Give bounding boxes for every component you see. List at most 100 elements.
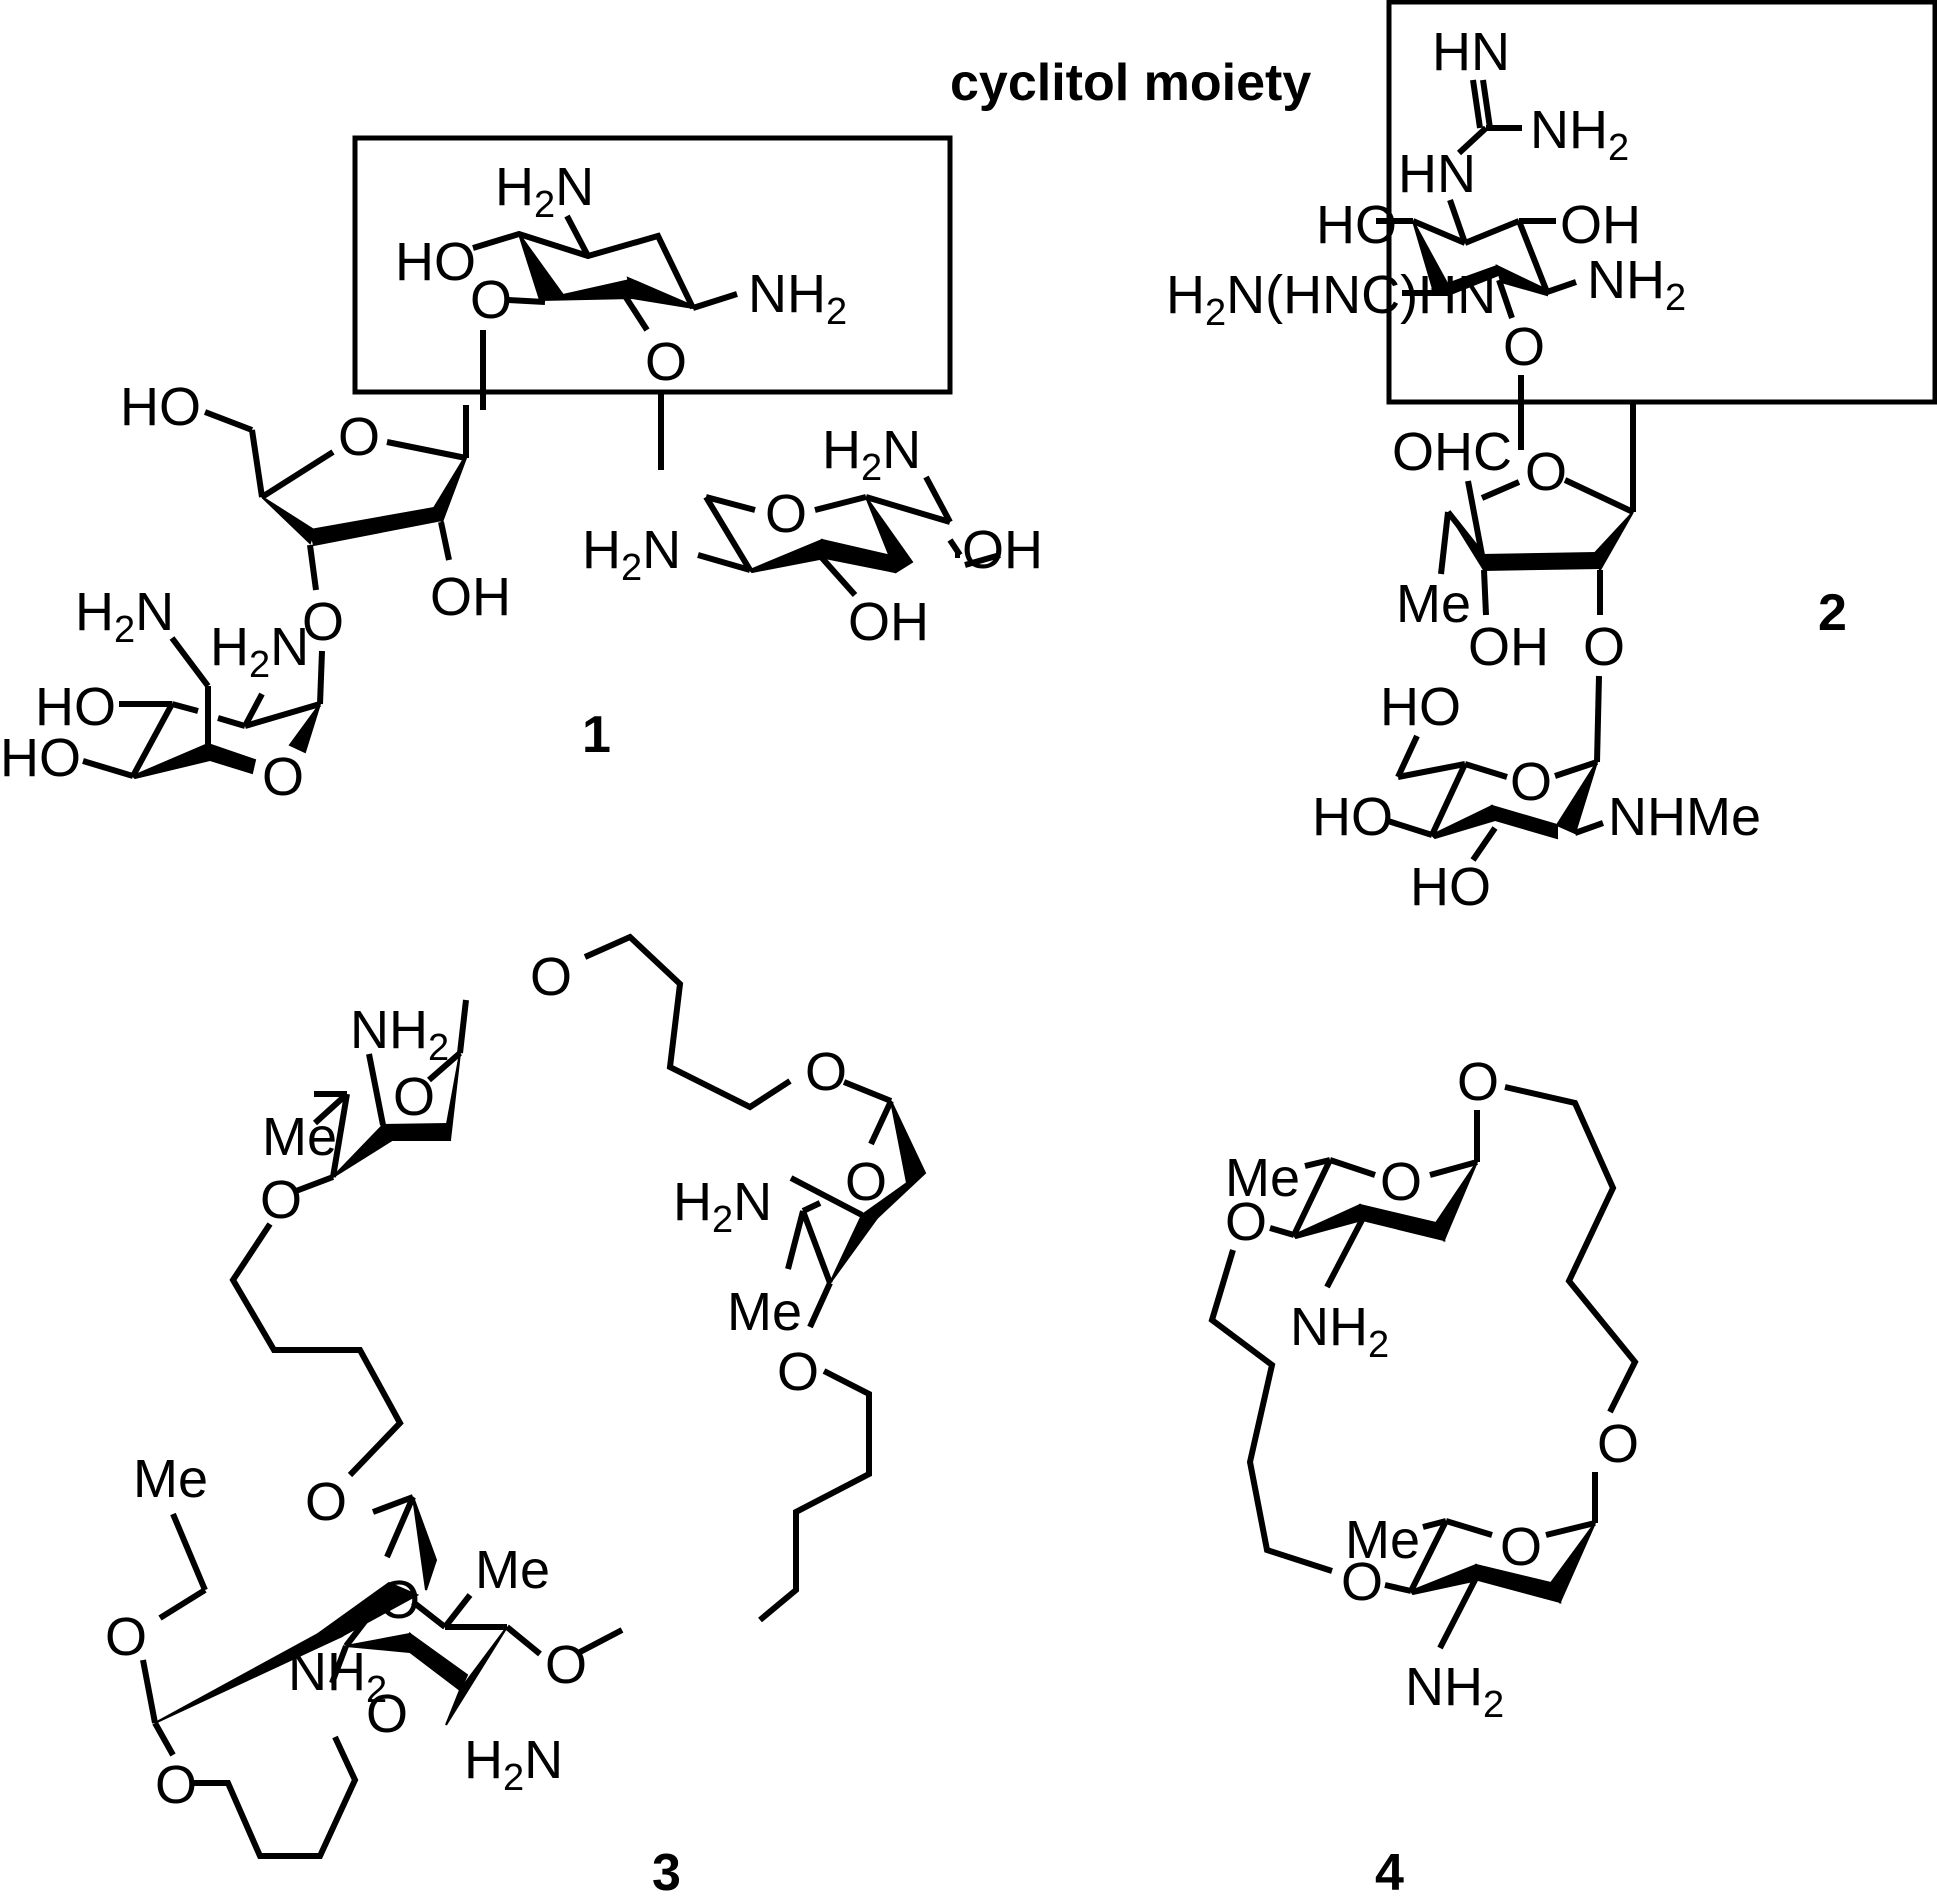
atom-label: HO — [395, 232, 476, 292]
compound-4: O Me O O NH2 O Me O O NH2 — [1208, 1052, 1639, 1900]
atom-label: O — [302, 592, 344, 652]
atom-label: O — [805, 1042, 847, 1102]
atom-label: O — [1225, 1192, 1267, 1252]
atom-label: Me — [475, 1540, 550, 1600]
compound-number-1: 1 — [582, 706, 611, 764]
atom-label: HO — [1380, 677, 1461, 737]
atom-label: OH — [848, 592, 929, 652]
furanose-ring-2 — [1438, 400, 1636, 616]
atom-label: O — [366, 1684, 408, 1744]
atom-labels-3a: O NH2 O Me O — [260, 947, 572, 1230]
atom-label: Me — [1345, 1510, 1420, 1570]
atom-labels-4b: O Me O O NH2 — [1341, 1414, 1639, 1726]
atom-label: O — [393, 1067, 435, 1127]
atom-labels-3b: O H2N O Me O — [673, 1042, 887, 1402]
atom-label: H2N(HNC)HN — [1166, 265, 1496, 334]
atom-label: OH — [1468, 617, 1549, 677]
atom-label: O — [1457, 1052, 1499, 1112]
cyclitol-ring-2 — [1376, 79, 1577, 450]
atom-labels-3c: Me O O NH2 O — [105, 1449, 387, 1815]
atom-label: O — [260, 1170, 302, 1230]
atom-labels-cyclitol-2: HN NH2 HN HO OH H2N(HNC)HN NH2 O — [1166, 22, 1686, 377]
atom-label: O — [645, 332, 687, 392]
atom-label: NHMe — [1608, 787, 1761, 847]
atom-label: O — [1597, 1414, 1639, 1474]
pyranose-ring-2 — [1387, 675, 1605, 862]
atom-label: Me — [1225, 1148, 1300, 1208]
atom-label: HO — [120, 377, 201, 437]
linker-4-right — [1504, 1084, 1639, 1414]
atom-label: H2N — [673, 1172, 772, 1241]
atom-label: Me — [133, 1449, 208, 1509]
atom-label: HO — [1410, 857, 1491, 917]
atom-label: O — [1583, 617, 1625, 677]
atom-label: HO — [35, 677, 116, 737]
cyclitol-box-1 — [352, 135, 953, 395]
atom-label: O — [1510, 752, 1552, 812]
linker-3-join — [578, 1627, 624, 1655]
atom-labels-furanose-1: HO O OH O — [120, 377, 511, 652]
atom-label: OH — [962, 520, 1043, 580]
atom-label: NH2 — [288, 1642, 387, 1711]
atom-labels-pyranose-1b: H2N O H2N OH OH — [582, 420, 1043, 652]
compound-2: HN NH2 HN HO OH H2N(HNC)HN NH2 O OHC O — [1166, 0, 1937, 917]
atom-label: O — [1525, 442, 1567, 502]
atom-labels-1: H2N HO O NH2 O — [395, 157, 847, 392]
atom-label: OH — [1560, 195, 1641, 255]
atom-label: O — [765, 484, 807, 544]
atom-label: H2N — [495, 157, 594, 226]
sugar-4b — [1384, 1472, 1598, 1650]
compound-3: O NH2 O Me O O H2N O Me O — [105, 933, 927, 1900]
atom-label: O — [470, 270, 512, 330]
atom-label: HN — [1398, 144, 1476, 204]
atom-label: O — [1380, 1152, 1422, 1212]
atom-label: O — [305, 1472, 347, 1532]
atom-label: H2N — [210, 617, 309, 686]
compound-number-2: 2 — [1818, 584, 1847, 642]
pyranose-ring-1a — [82, 636, 325, 780]
linker-4-left — [1208, 1249, 1333, 1574]
atom-label: O — [378, 1570, 420, 1630]
cyclitol-moiety-label: cyclitol moiety — [950, 54, 1311, 112]
atom-label: NH2 — [1587, 250, 1686, 319]
pyranose-ring-1b — [697, 475, 1001, 597]
atom-label: O — [1503, 317, 1545, 377]
atom-label: O — [777, 1342, 819, 1402]
sugar-3c — [140, 1494, 438, 1757]
atom-label: NH2 — [1290, 1297, 1389, 1366]
atom-label: O — [545, 1635, 587, 1695]
atom-label: O — [845, 1152, 887, 1212]
cyclitol-ring-1 — [472, 214, 738, 470]
atom-labels-pyranose-1a: H2N H2N HO HO O — [0, 582, 309, 807]
atom-label: Me — [1396, 574, 1471, 634]
atom-label: NH2 — [748, 264, 847, 333]
furanose-ring-1 — [203, 405, 469, 591]
sugar-3a — [294, 999, 469, 1194]
atom-label: HO — [1316, 195, 1397, 255]
atom-labels-furanose-2: OHC O Me OH O — [1392, 422, 1625, 677]
compound-1: H2N HO O NH2 O HO O OH O — [0, 135, 1043, 807]
atom-label: HO — [1312, 787, 1393, 847]
atom-label: H2N — [822, 420, 921, 489]
atom-label: OH — [430, 567, 511, 627]
atom-label: HO — [0, 728, 81, 788]
atom-label: O — [338, 407, 380, 467]
linker-3-top — [583, 933, 792, 1111]
atom-label: NH2 — [1530, 100, 1629, 169]
atom-labels-pyranose-2: HO O HO NHMe HO — [1312, 677, 1761, 917]
linker-3-right — [758, 1368, 872, 1623]
atom-label: NH2 — [1405, 1657, 1504, 1726]
atom-label: O — [1341, 1552, 1383, 1612]
linker-3-bottom — [190, 1735, 359, 1859]
cyclitol-box-2 — [1386, 0, 1937, 405]
compound-number-3: 3 — [652, 1844, 681, 1895]
atom-label: Me — [262, 1107, 337, 1167]
atom-labels-3d: O Me O O H2N — [366, 1540, 587, 1799]
atom-label: H2N — [75, 582, 174, 651]
atom-label: O — [1500, 1517, 1542, 1577]
atom-label: O — [262, 747, 304, 807]
atom-label: NH2 — [350, 1000, 449, 1069]
atom-labels-4a: O Me O O NH2 — [1225, 1052, 1499, 1366]
